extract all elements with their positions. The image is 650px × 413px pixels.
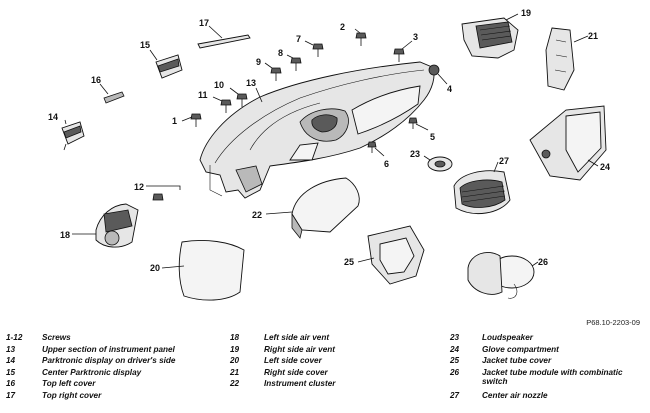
instrument-panel-upper-section xyxy=(199,61,435,199)
left-side-air-vent xyxy=(95,203,139,248)
jacket-tube-cover xyxy=(367,225,425,285)
callout-22: 22 xyxy=(252,210,262,220)
callout-7: 7 xyxy=(296,34,301,44)
callout-19: 19 xyxy=(521,8,531,18)
callout-27: 27 xyxy=(499,156,509,166)
callout-23: 23 xyxy=(410,149,420,159)
right-side-air-vent xyxy=(461,17,519,59)
top-right-cover xyxy=(197,34,251,49)
callout-20: 20 xyxy=(150,263,160,273)
callout-6: 6 xyxy=(384,159,389,169)
callout-17: 17 xyxy=(199,18,209,28)
jacket-tube-module xyxy=(467,252,535,299)
callout-5: 5 xyxy=(430,132,435,142)
callout-1: 1 xyxy=(172,116,177,126)
callout-8: 8 xyxy=(278,48,283,58)
callout-16: 16 xyxy=(91,75,101,85)
right-side-cover xyxy=(545,27,575,91)
callout-12: 12 xyxy=(134,182,144,192)
callout-10: 10 xyxy=(214,80,224,90)
figure-reference: P68.10-2203-09 xyxy=(586,318,640,327)
top-left-cover xyxy=(103,91,125,104)
callout-2: 2 xyxy=(340,22,345,32)
instrument-cluster xyxy=(291,177,360,239)
left-side-cover xyxy=(178,240,245,301)
callout-18: 18 xyxy=(60,230,70,240)
callout-15: 15 xyxy=(140,40,150,50)
callout-26: 26 xyxy=(538,257,548,267)
parktronic-display-driver-side xyxy=(61,121,85,151)
callout-11: 11 xyxy=(198,90,208,100)
center-air-nozzle xyxy=(453,170,511,214)
callout-13: 13 xyxy=(246,78,256,88)
callout-21: 21 xyxy=(588,31,598,41)
callout-3: 3 xyxy=(413,32,418,42)
screws xyxy=(152,32,440,201)
loudspeaker xyxy=(427,156,453,172)
callout-24: 24 xyxy=(600,162,610,172)
callout-14: 14 xyxy=(48,112,58,122)
center-parktronic-display xyxy=(155,54,183,79)
callout-4: 4 xyxy=(447,84,452,94)
glove-compartment xyxy=(529,105,607,181)
exploded-view-diagram: 1 2 3 4 5 6 7 8 9 10 11 12 13 14 15 16 1… xyxy=(48,8,610,301)
callout-25: 25 xyxy=(344,257,354,267)
callout-9: 9 xyxy=(256,57,261,67)
